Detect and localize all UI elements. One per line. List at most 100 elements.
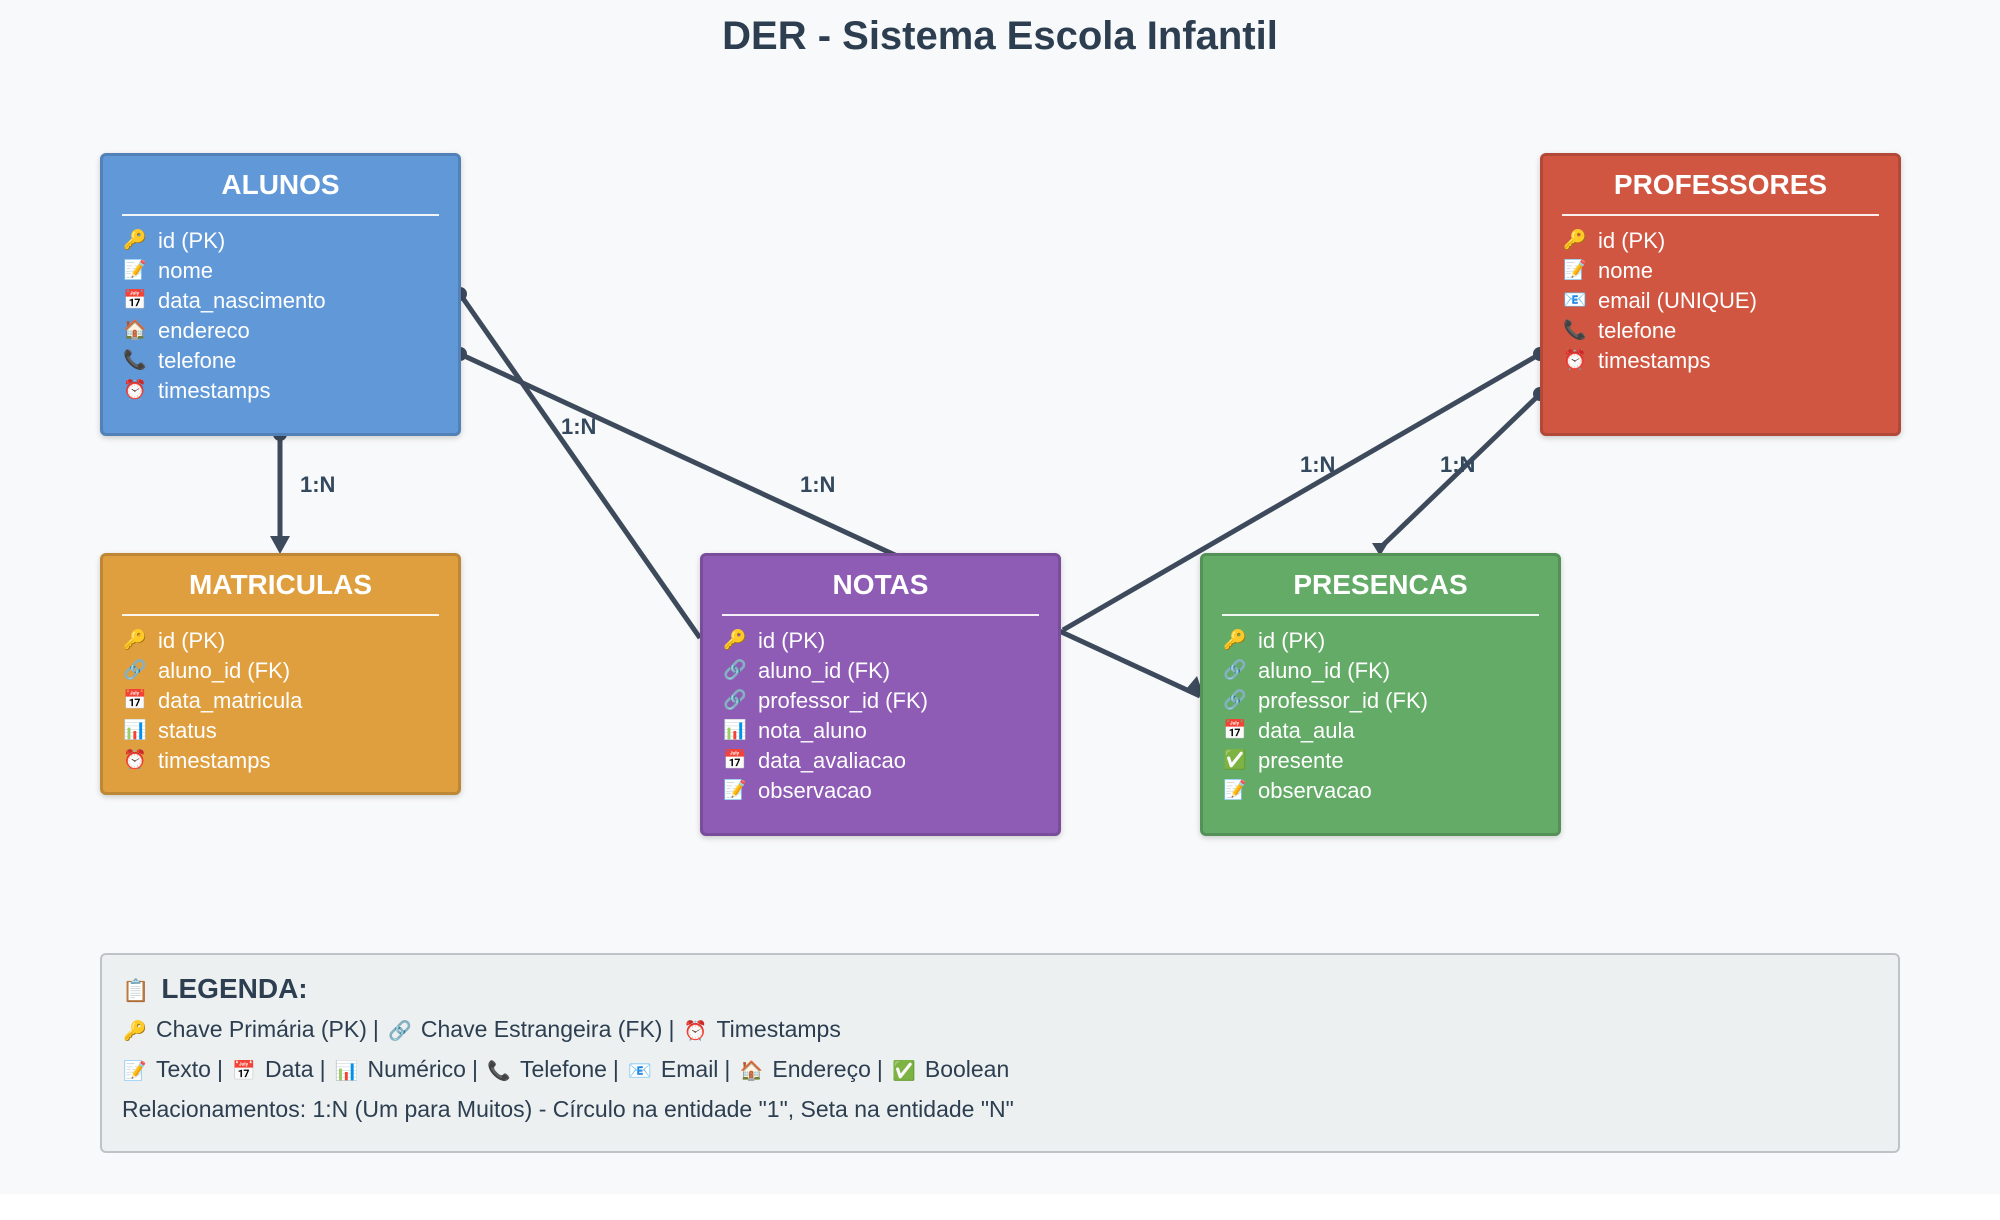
attribute-row: ⏰timestamps <box>122 376 439 406</box>
rel-label-alunos-presencas: 1:N <box>800 472 836 497</box>
key-icon: 🔑 <box>723 630 747 651</box>
legend-title-text: LEGENDA: <box>161 973 308 1004</box>
attribute-label: id (PK) <box>758 628 826 653</box>
rel-line-alunos-notas <box>457 292 703 640</box>
attribute-row: 📊 status <box>122 716 439 746</box>
legend-item: ✅ Boolean <box>891 1056 1009 1082</box>
legend-item-label: Numérico <box>367 1056 466 1082</box>
link-icon: 🔗 <box>723 690 747 711</box>
attribute-row: 🔑id (PK) <box>1222 626 1539 656</box>
attribute-label: timestamps <box>158 378 271 403</box>
attribute-label: aluno_id (FK) <box>758 658 891 683</box>
attribute-label: id (PK) <box>158 228 226 253</box>
attribute-row: 📧email (UNIQUE) <box>1562 286 1879 316</box>
entity-alunos: ALUNOS 🔑id (PK)📝nome📅data_nascimento🏠end… <box>100 153 461 436</box>
attribute-row: 🔗 professor_id (FK) <box>722 686 1039 716</box>
calendar-icon: 📅 <box>123 290 147 311</box>
attribute-row: 🔗aluno_id (FK) <box>122 656 439 686</box>
legend-separator: | <box>372 1016 379 1042</box>
email-icon: 📧 <box>628 1061 652 1082</box>
legend-item-label: Chave Primária (PK) <box>156 1016 367 1042</box>
legend-separator: | <box>876 1056 883 1082</box>
bar-chart-icon: 📊 <box>123 720 147 741</box>
key-icon: 🔑 <box>1223 630 1247 651</box>
alarm-clock-icon: ⏰ <box>1563 350 1587 371</box>
attribute-label: data_aula <box>1258 718 1355 743</box>
legend-item-label: Telefone <box>519 1056 607 1082</box>
legend-item: 🔗 Chave Estrangeira (FK) <box>387 1016 663 1042</box>
house-icon: 🏠 <box>739 1061 764 1082</box>
attribute-row: 📝observacao <box>722 776 1039 806</box>
legend-separator: | <box>612 1056 619 1082</box>
attribute-row: 🔑 id (PK) <box>122 626 439 656</box>
attribute-row: 🔗aluno_id (FK) <box>722 656 1039 686</box>
alarm-clock-icon: ⏰ <box>683 1021 708 1042</box>
legend-item-label: Texto <box>156 1056 211 1082</box>
key-icon: 🔑 <box>123 230 147 251</box>
clipboard-icon: 📋 <box>122 978 150 1003</box>
attribute-list: 🔑id (PK)🔗aluno_id (FK)🔗professor_id (FK)… <box>1222 626 1539 806</box>
attribute-label: nome <box>1598 258 1654 283</box>
legend-separator: | <box>724 1056 731 1082</box>
legend-item: 🏠 Endereço <box>738 1056 871 1082</box>
rel-label-professores-presencas: 1:N <box>1440 452 1476 477</box>
attribute-label: status <box>158 718 217 743</box>
attribute-label: id (PK) <box>158 628 226 653</box>
memo-icon: 📝 <box>1223 780 1247 801</box>
legend-line-keys: 🔑Chave Primária (PK)|🔗Chave Estrangeira … <box>122 1009 1878 1049</box>
rel-label-alunos-notas: 1:N <box>561 414 597 439</box>
legend-item: 📧 Email <box>627 1056 719 1082</box>
attribute-label: nota_aluno <box>758 718 867 743</box>
attribute-label: telefone <box>1598 318 1677 343</box>
legend-item-label: Data <box>264 1056 314 1082</box>
attribute-label: id (PK) <box>1598 228 1666 253</box>
attribute-label: data_matricula <box>158 688 303 713</box>
legend-note: Relacionamentos: 1:N (Um para Muitos) - … <box>122 1096 1014 1122</box>
calendar-icon: 📅 <box>1223 720 1247 741</box>
calendar-icon: 📅 <box>123 690 147 711</box>
attribute-label: data_nascimento <box>158 288 326 313</box>
attribute-row: 📝nome <box>1562 256 1879 286</box>
entity-professores: PROFESSORES 🔑id (PK)📝nome📧email (UNIQUE)… <box>1540 153 1901 436</box>
legend-item-label: Email <box>660 1056 719 1082</box>
entity-presencas: PRESENCAS 🔑id (PK)🔗aluno_id (FK)🔗profess… <box>1200 553 1561 836</box>
check-mark-icon: ✅ <box>1223 750 1247 771</box>
legend-item-label: Chave Estrangeira (FK) <box>420 1016 663 1042</box>
attribute-row: 🏠endereco <box>122 316 439 346</box>
legend-item-label: Endereço <box>772 1056 871 1082</box>
key-icon: 🔑 <box>123 630 147 651</box>
phone-icon: 📞 <box>123 350 147 371</box>
attribute-row: 📅 data_nascimento <box>122 286 439 316</box>
attribute-row: 📞telefone <box>1562 316 1879 346</box>
attribute-row: ⏰timestamps <box>1562 346 1879 376</box>
legend-separator: | <box>668 1016 675 1042</box>
rel-line-professores-notas <box>1061 351 1542 633</box>
entity-matriculas: MATRICULAS 🔑 id (PK) 🔗aluno_id (FK) 📅 data_m… <box>100 553 461 795</box>
bar-chart-icon: 📊 <box>334 1061 359 1082</box>
link-icon: 🔗 <box>388 1021 412 1042</box>
legend-item: 📞Telefone <box>486 1056 607 1082</box>
diagram-canvas: DER - Sistema Escola Infantil 1:N 1:N 1:… <box>100 14 1901 1153</box>
attribute-row: 📊nota_aluno <box>722 716 1039 746</box>
attribute-label: nome <box>158 258 214 283</box>
legend-item-label: Timestamps <box>716 1016 841 1042</box>
attribute-label: data_avaliacao <box>758 748 907 773</box>
legend-separator: | <box>471 1056 478 1082</box>
attribute-list: 🔑 id (PK) 🔗aluno_id (FK) 🔗 professor_id (FK)… <box>722 626 1039 806</box>
check-mark-icon: ✅ <box>892 1061 916 1082</box>
attribute-label: professor_id (FK) <box>1258 688 1428 713</box>
attribute-list: 🔑id (PK)📝nome📧email (UNIQUE)📞telefone⏰ti… <box>1562 226 1879 376</box>
attribute-row: ✅ presente <box>1222 746 1539 776</box>
attribute-label: telefone <box>158 348 237 373</box>
rel-line-professores-presencas <box>1378 392 1542 550</box>
entity-notas: NOTAS 🔑id (PK)🔗aluno_id (FK)🔗professor_i… <box>700 553 1061 836</box>
attribute-label: professor_id (FK) <box>758 688 928 713</box>
attribute-row: 📝nome <box>122 256 439 286</box>
attribute-label: endereco <box>158 318 250 343</box>
legend-item-label: Boolean <box>924 1056 1010 1082</box>
attribute-row: 📅data_avaliacao <box>722 746 1039 776</box>
entity-title: MATRICULAS <box>122 556 439 616</box>
rel-arrowhead-presencas-from-professores <box>1372 543 1388 556</box>
rel-label-alunos-matriculas: 1:N <box>300 472 336 497</box>
attribute-label: presente <box>1258 748 1344 773</box>
